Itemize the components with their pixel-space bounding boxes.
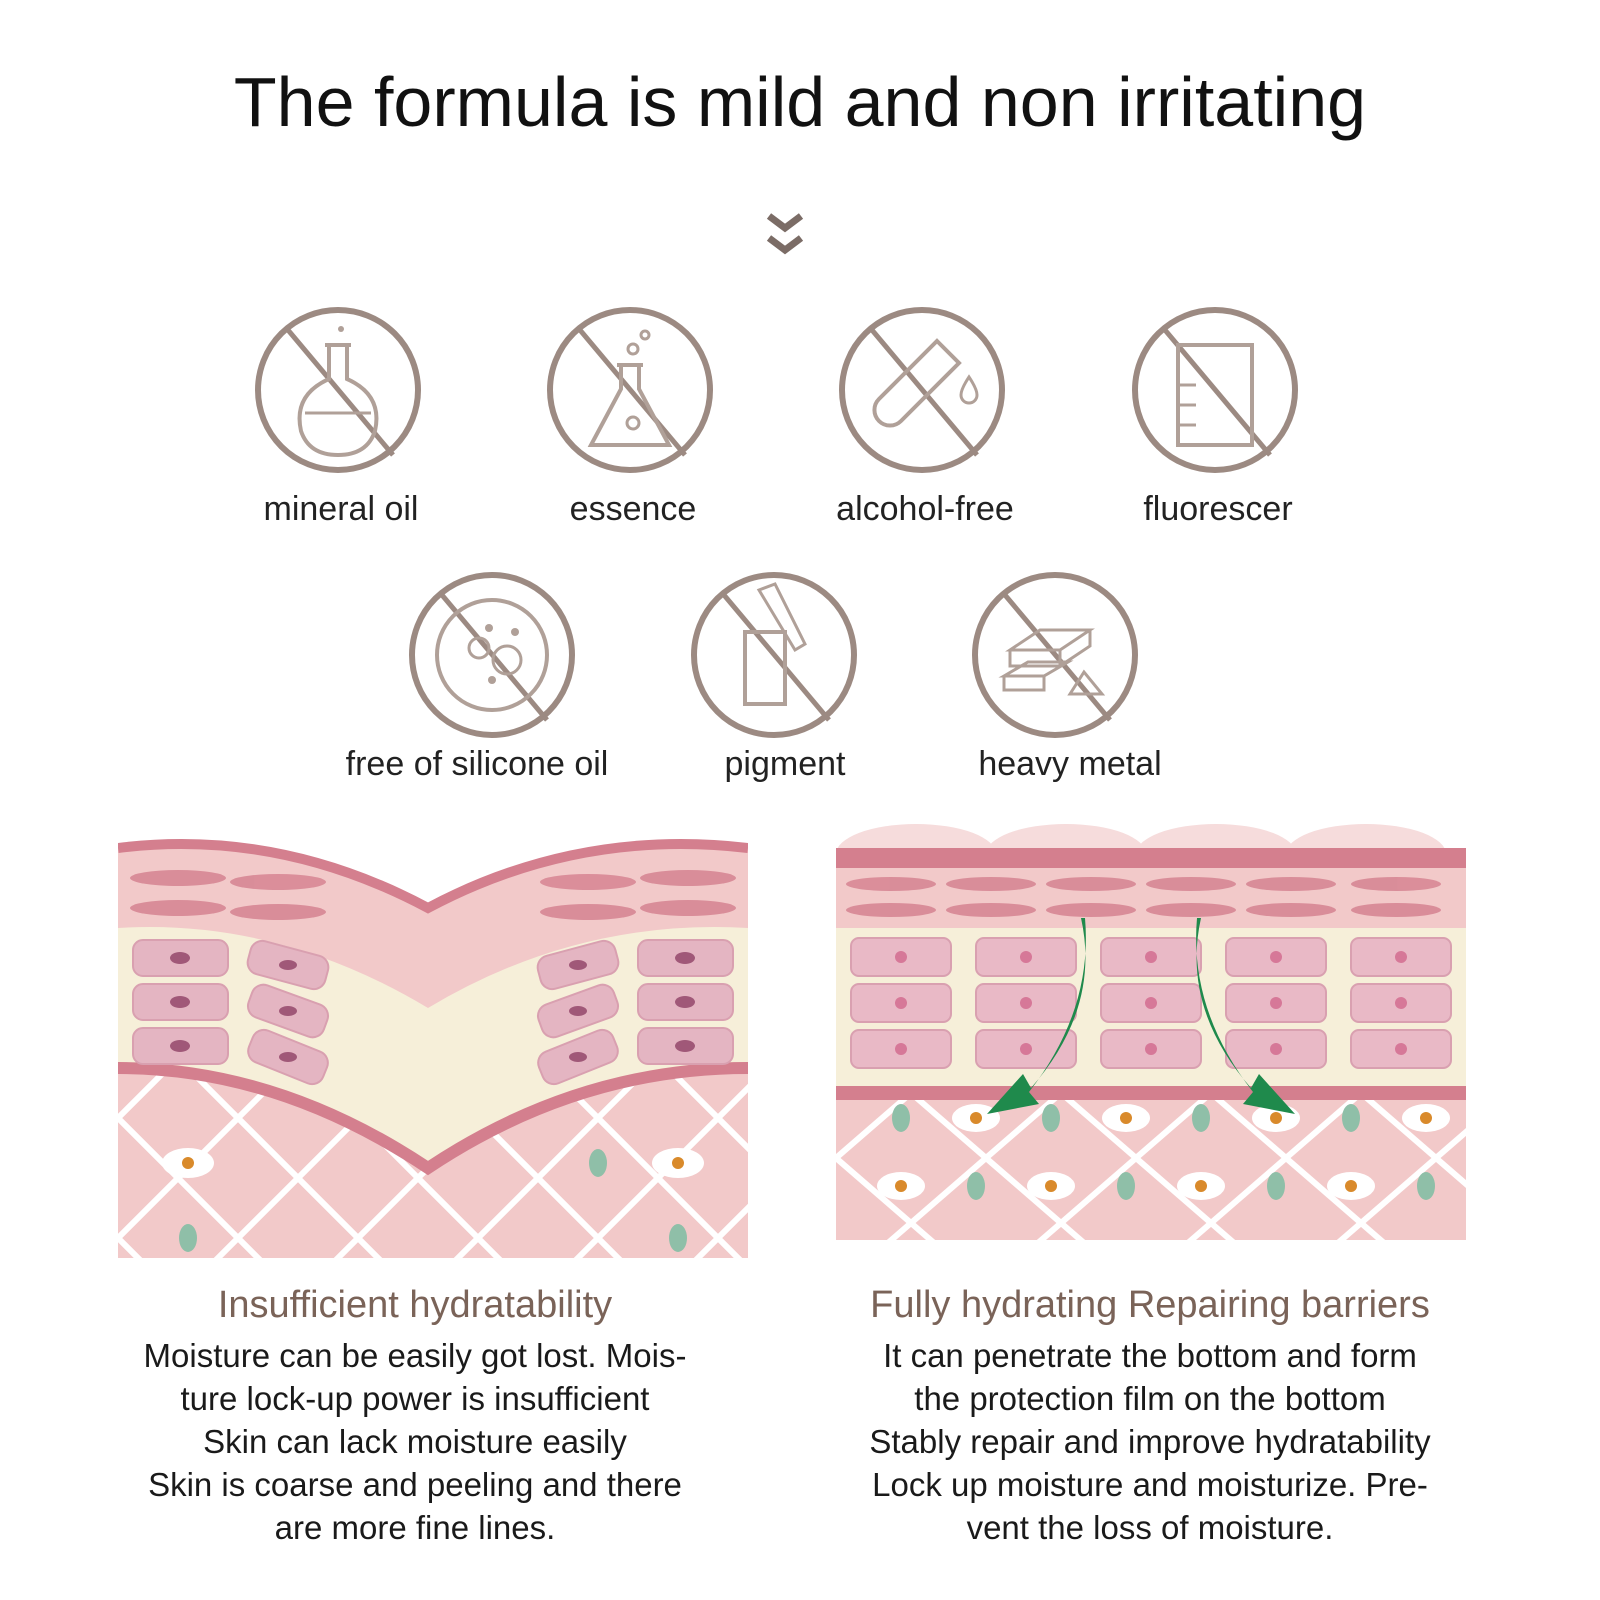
left-panel-line: ture lock-up power is insufficient (180, 1380, 650, 1417)
left-panel-line: Skin can lack moisture easily (203, 1423, 627, 1460)
skin-diagram-damaged (118, 818, 748, 1258)
right-panel-line: the protection film on the bottom (914, 1380, 1386, 1417)
metal-bars-icon (970, 570, 1140, 740)
icon-label-mineral-oil: mineral oil (263, 490, 419, 528)
beaker-icon (545, 305, 715, 475)
petri-dish-icon (407, 570, 577, 740)
chevron-down-icon (766, 213, 804, 255)
right-panel-title: Fully hydrating Repairing barriers (870, 1284, 1430, 1326)
left-panel-line: Skin is coarse and peeling and there (148, 1466, 682, 1503)
right-panel-line: It can penetrate the bottom and form (883, 1337, 1417, 1374)
icon-label-alcohol-free: alcohol-free (836, 490, 1014, 528)
page-headline: The formula is mild and non irritating (233, 63, 1367, 141)
measuring-cup-icon (1130, 305, 1300, 475)
left-panel-line: Moisture can be easily got lost. Mois- (143, 1337, 687, 1374)
skin-diagram-repaired (836, 818, 1466, 1258)
right-panel-text: It can penetrate the bottom and form the… (800, 1334, 1500, 1549)
test-tube-icon (837, 305, 1007, 475)
left-panel-text: Moisture can be easily got lost. Mois- t… (65, 1334, 765, 1549)
icon-label-essence: essence (569, 490, 697, 528)
right-panel-line: vent the loss of moisture. (966, 1509, 1334, 1546)
left-panel-line: are more fine lines. (274, 1509, 556, 1546)
dropper-bottle-icon (689, 570, 859, 740)
icon-label-fluorescer: fluorescer (1143, 490, 1293, 528)
left-panel-title: Insufficient hydratability (217, 1284, 613, 1326)
right-panel-line: Stably repair and improve hydratability (869, 1423, 1431, 1460)
icon-label-silicone-oil: free of silicone oil (345, 745, 609, 783)
flask-icon (253, 305, 423, 475)
right-panel-line: Lock up moisture and moisturize. Pre- (872, 1466, 1428, 1503)
icon-label-pigment: pigment (724, 745, 846, 783)
icon-label-heavy-metal: heavy metal (978, 745, 1162, 783)
